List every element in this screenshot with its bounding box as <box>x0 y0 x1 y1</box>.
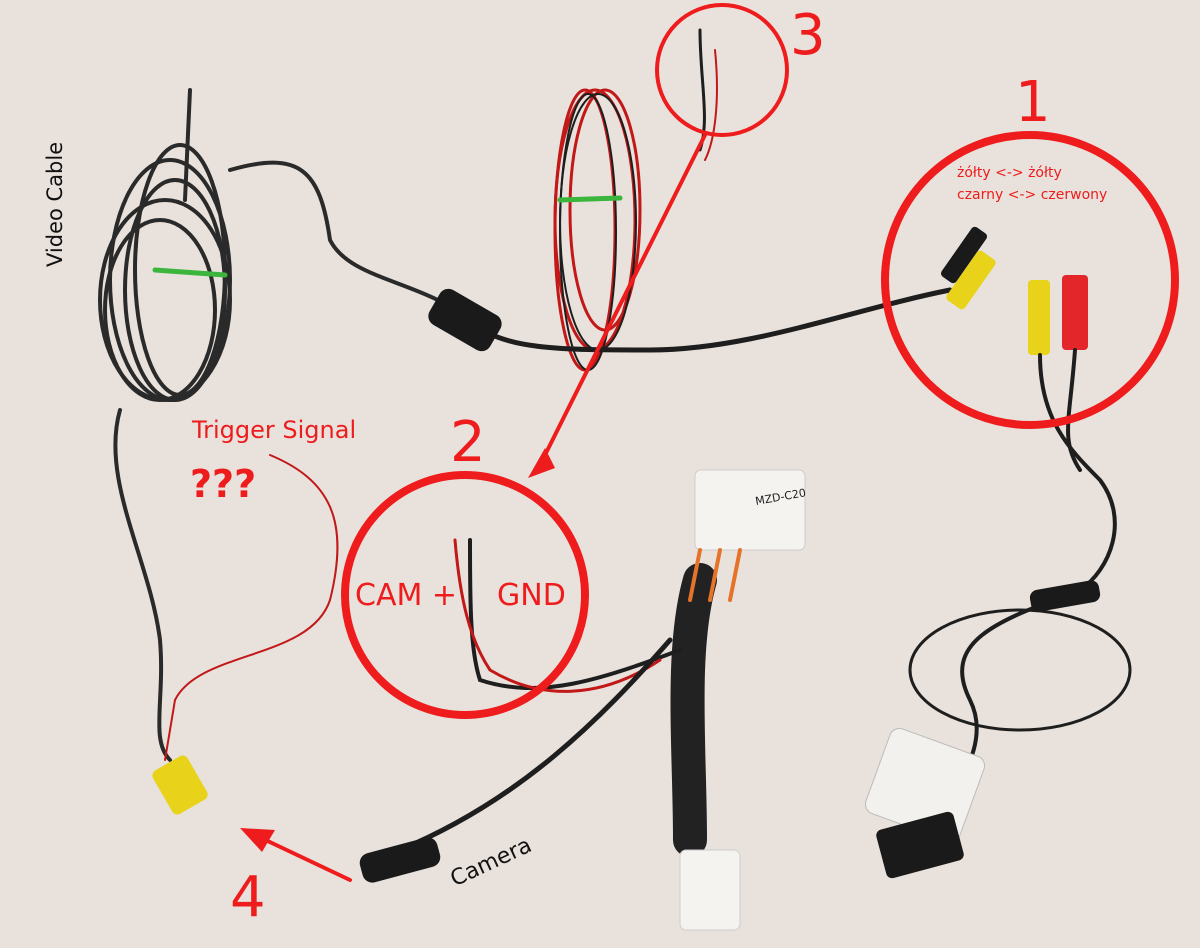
gnd-label: GND <box>497 578 566 613</box>
cam-plus-label: CAM + <box>355 578 458 613</box>
question-marks: ??? <box>190 462 257 506</box>
trigger-signal-label: Trigger Signal <box>192 416 357 444</box>
circle-3 <box>655 3 789 137</box>
circle-2 <box>341 471 589 719</box>
color-map-line1: żółty <-> żółty <box>957 165 1062 181</box>
video-cable-coil <box>98 88 472 762</box>
label-2: 2 <box>450 410 486 475</box>
video-cable-label: Video Cable <box>43 141 67 267</box>
label-4: 4 <box>230 865 266 930</box>
arrow-4 <box>253 833 352 882</box>
color-map-line2: czarny <-> czerwony <box>957 187 1108 203</box>
arrow-3-to-2 <box>538 133 707 467</box>
label-1: 1 <box>1015 70 1051 135</box>
circle-1 <box>881 131 1179 429</box>
label-3: 3 <box>790 3 826 68</box>
